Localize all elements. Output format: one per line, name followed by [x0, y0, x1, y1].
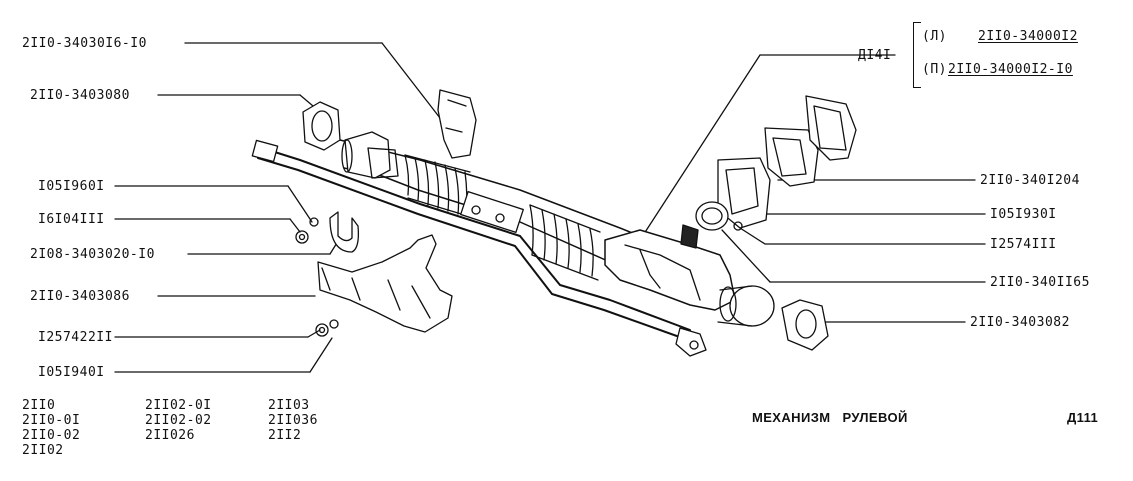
leader-line-p4b: [289, 218, 301, 233]
assembly-bracket: [913, 22, 914, 88]
part-label-p5: 2I08-3403020-I0: [30, 247, 155, 262]
assembly-left-part: 2II0-34000I2: [978, 29, 1078, 44]
model-item: 2II03: [268, 398, 310, 413]
model-col-2: 2II02-0I 2II02-02 2II026: [145, 398, 212, 443]
assembly-right-part: 2II0-34000I2-I0: [948, 62, 1073, 77]
model-item: 2II0-02: [22, 428, 81, 443]
part-label-r4: 2II0-340II65: [990, 275, 1090, 290]
part-label-r1: 2II0-340I204: [980, 173, 1080, 188]
leader-line-ab: [639, 54, 761, 241]
model-item: 2II02-0I: [145, 398, 212, 413]
leader-line-p2b: [299, 94, 314, 107]
leader-line-r3b: [739, 227, 766, 245]
assembly-left-prefix: (Л): [922, 29, 947, 44]
model-item: 2II2: [268, 428, 302, 443]
part-label-p2: 2II0-3403080: [30, 88, 130, 103]
model-item: 2II0-0I: [22, 413, 81, 428]
right-boot: [529, 204, 601, 281]
leader-line-p1b: [381, 42, 441, 119]
page-title: МЕХАНИЗМ РУЛЕВОЙ: [752, 410, 908, 425]
model-item: 2II026: [145, 428, 195, 443]
model-item: 2II02-02: [145, 413, 212, 428]
model-item: 2II02: [22, 443, 64, 458]
model-col-3: 2II03 2II036 2II2: [268, 398, 318, 443]
assembly-right-prefix: (П): [922, 62, 947, 77]
part-label-p6: 2II0-3403086: [30, 289, 130, 304]
part-label-p3: I05I960I: [38, 179, 105, 194]
model-item: 2II036: [268, 413, 318, 428]
part-label-p7: I257422II: [38, 330, 113, 345]
model-col-1: 2II0 2II0-0I 2II0-02 2II02: [22, 398, 80, 458]
part-label-p4: I6I04III: [38, 212, 105, 227]
part-label-r3: I2574III: [990, 237, 1057, 252]
part-label-p1: 2II0-34030I6-I0: [22, 36, 147, 51]
assembly-code: ДI4I: [858, 48, 892, 63]
part-label-p8: I05I940I: [38, 365, 105, 380]
leader-line-p3b: [287, 185, 313, 223]
leader-line-p8b: [309, 337, 333, 373]
model-item: 2II0: [22, 398, 56, 413]
leader-line-p7b: [307, 329, 321, 338]
part-label-r2: I05I930I: [990, 207, 1057, 222]
part-label-r5: 2II0-3403082: [970, 315, 1070, 330]
page-code: Д111: [1067, 410, 1099, 425]
leader-line-r4b: [721, 229, 771, 283]
left-boot: [404, 154, 471, 217]
bracket-bottom: [913, 87, 921, 88]
bracket-top: [913, 22, 921, 23]
